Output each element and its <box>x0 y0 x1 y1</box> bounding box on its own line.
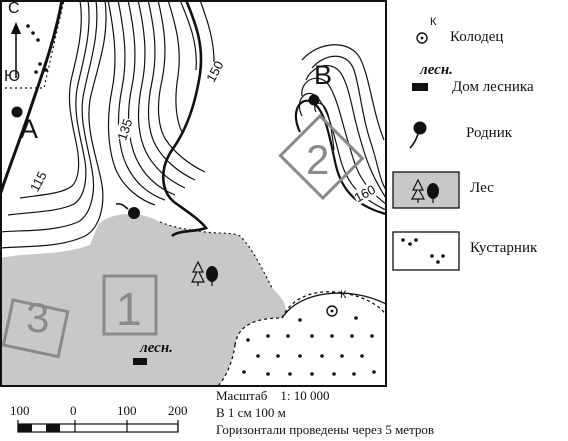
map-panel <box>0 0 386 386</box>
scale-text-line: Горизонтали проведены через 5 метров <box>216 422 435 437</box>
legend-well-icon <box>416 32 428 44</box>
scale-tick-label: 200 <box>168 403 188 418</box>
forester-house-label: лесн. <box>140 340 173 356</box>
legend-well-label: Колодец <box>450 29 504 45</box>
legend-spring-icon <box>409 121 427 149</box>
area-3-frame <box>1 298 70 359</box>
well-icon <box>326 305 338 317</box>
point-a-marker <box>11 106 23 118</box>
scale-bar-graphic <box>17 420 179 433</box>
compass-arrow-icon <box>11 22 21 78</box>
compass-south-label: Ю <box>4 68 21 85</box>
area-2-label: 2 <box>306 136 330 183</box>
legend-forest-label: Лес <box>470 180 494 196</box>
forest-edge <box>159 221 273 289</box>
legend-shrub-dots-icon <box>401 238 445 264</box>
legend-forester-house-icon <box>412 83 428 91</box>
legend-spring-label: Родник <box>466 125 513 141</box>
point-b-marker <box>308 94 320 106</box>
forest-area <box>0 214 286 386</box>
legend-forester-symbol-text: лесн. <box>420 62 453 78</box>
forester-house-icon <box>133 358 147 365</box>
shrub-dots <box>242 316 376 376</box>
map-frame <box>0 0 387 387</box>
scale-tick-label: 100 <box>10 403 30 418</box>
legend-forester-label: Дом лесника <box>452 79 534 95</box>
forest-symbol-icon <box>191 260 218 286</box>
road-line <box>0 0 64 196</box>
scale-text-line: В 1 см 100 м <box>216 405 286 420</box>
compass-north-label: С <box>8 0 20 17</box>
shrub-area <box>217 291 386 386</box>
legend-shrub-label: Кустарник <box>470 240 538 256</box>
point-b-label: В <box>314 60 333 90</box>
shrub-dots-topleft <box>26 24 48 74</box>
area-2-frame <box>278 113 365 201</box>
area-1-label: 1 <box>116 283 142 335</box>
well-boundary <box>281 292 386 319</box>
scale-tick-label: 100 <box>117 403 137 418</box>
legend-forest-swatch <box>392 171 460 209</box>
scale-text-line: Масштаб 1: 10 000 <box>216 388 330 403</box>
area-1-frame <box>102 274 158 336</box>
well-letter: К <box>340 289 347 301</box>
point-a-label: А <box>20 114 39 144</box>
legend-shrub-swatch <box>392 231 460 271</box>
scale-tick-label: 0 <box>70 403 77 418</box>
contour-150 <box>161 0 209 238</box>
area-3-label: 3 <box>26 294 50 341</box>
contour-160 <box>294 99 386 216</box>
legend-symbols <box>392 32 460 271</box>
legend-forest-trees-icon <box>410 178 439 203</box>
spring-icon <box>115 203 140 219</box>
legend-well-letter: К <box>430 16 437 28</box>
